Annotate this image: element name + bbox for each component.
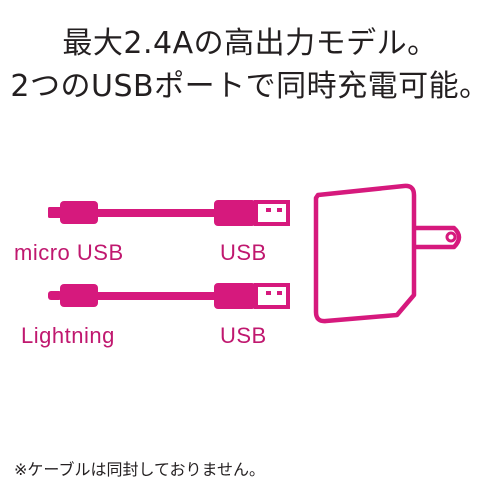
usb-hole: [277, 208, 282, 212]
adapter-prong: [414, 225, 462, 250]
lightning-tip: [48, 291, 62, 300]
lightning-body: [60, 284, 98, 307]
micro-usb-body: [60, 201, 98, 224]
cable-wire: [98, 209, 216, 217]
usb-hole: [266, 291, 271, 295]
usb-plug-icon: [254, 200, 290, 226]
usb-label-2: USB: [220, 323, 267, 348]
micro-usb-label: micro USB: [14, 240, 124, 265]
micro-usb-tip: [48, 207, 62, 218]
cable-icon-micro-usb: [48, 200, 290, 226]
usb-label-1: USB: [220, 240, 267, 265]
ac-adapter-icon: [313, 183, 462, 324]
adapter-prong-hole: [445, 231, 457, 243]
usb-plug-body: [214, 283, 256, 309]
lightning-label: Lightning: [21, 323, 115, 348]
usb-plug-body: [214, 200, 256, 226]
cable-wire: [98, 292, 216, 300]
headline-line-1: 最大2.4Aの高出力モデル。: [62, 26, 438, 61]
usb-hole: [266, 208, 271, 212]
adapter-body: [313, 183, 417, 324]
footnote: ※ケーブルは同封しておりません。: [14, 460, 266, 479]
usb-hole: [277, 291, 282, 295]
headline-line-2: 2つのUSBポートで同時充電可能。: [10, 69, 490, 104]
usb-plug-icon: [254, 283, 290, 309]
cable-icon-lightning: [48, 283, 290, 309]
